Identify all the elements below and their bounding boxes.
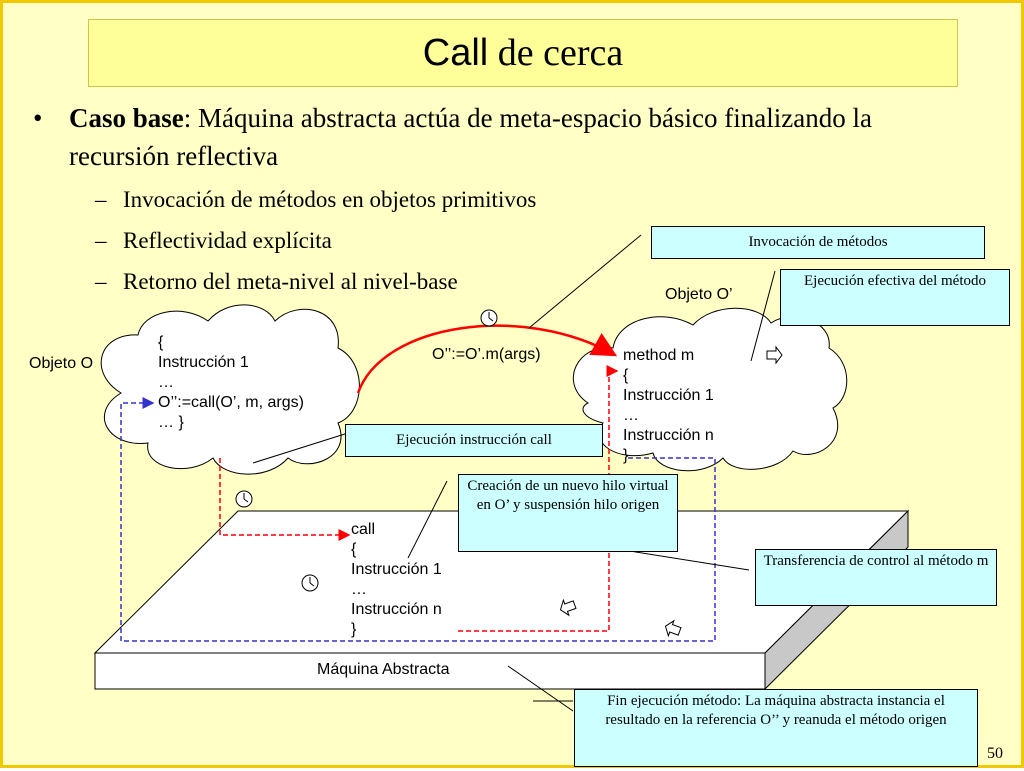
- machine-platform: [93, 509, 910, 691]
- code-method-m: method m { Instrucción 1 … Instrucción n…: [623, 346, 714, 466]
- clock-icon: [480, 309, 498, 327]
- return-path: [120, 397, 716, 642]
- hand-pointer-icon: [664, 619, 682, 638]
- connector-creacion: [407, 480, 448, 559]
- code-line: {: [158, 334, 164, 351]
- connector-fin: [507, 665, 574, 712]
- code-objeto-o: { Instrucción 1 … O’’:=call(O’, m, args)…: [158, 333, 304, 433]
- title-call: Call: [422, 32, 489, 74]
- connector-invocacion: [528, 234, 642, 329]
- callout-transferencia: Transferencia de control al método m: [755, 549, 997, 606]
- code-line: …: [351, 581, 367, 598]
- title-rest: de cerca: [488, 32, 624, 74]
- sub-bullet-marker: –: [95, 187, 107, 212]
- code-line: O’’:=call(O’, m, args): [158, 394, 304, 411]
- title-box: Call de cerca: [88, 19, 958, 87]
- callout-ejecucion-call: Ejecución instrucción call: [345, 424, 603, 457]
- code-line: … }: [158, 414, 184, 431]
- code-line: Instrucción 1: [158, 354, 249, 371]
- hand-pointer-icon: [559, 598, 577, 617]
- sub-bullet-marker: –: [95, 269, 107, 294]
- callout-ejecucion-efectiva: Ejecución efectiva del método: [780, 269, 1010, 326]
- call-path: [219, 458, 351, 541]
- cloud-objeto-o-prime: [572, 307, 848, 472]
- page-title: Call de cerca: [423, 33, 623, 73]
- label-assign: O’’:=O’.m(args): [432, 346, 541, 363]
- clock-icon: [301, 574, 319, 592]
- bullet-marker: •: [33, 103, 43, 133]
- connector-ejecucion-call: [252, 432, 349, 464]
- label-objeto-o: Objeto O: [29, 355, 94, 372]
- callout-creacion-hilo: Creación de un nuevo hilo virtual en O’ …: [458, 474, 678, 552]
- callout-invocacion: Invocación de métodos: [651, 226, 985, 259]
- sub-bullet-marker: –: [95, 228, 107, 253]
- connector-ejecucion-efectiva: [750, 270, 776, 362]
- page-number: 50: [987, 745, 1003, 762]
- diagram-canvas: [93, 234, 910, 712]
- code-line: method m: [623, 347, 695, 364]
- callout-fin-ejecucion: Fin ejecución método: La máquina abstrac…: [574, 689, 978, 767]
- bullet-rest: : Máquina abstracta actúa de meta-espaci…: [69, 103, 872, 171]
- code-line: Instrucción n: [351, 601, 442, 618]
- code-line: …: [158, 374, 174, 391]
- code-line: Instrucción 1: [351, 561, 442, 578]
- code-line: {: [623, 367, 629, 384]
- bullet-text: Caso base: Máquina abstracta actúa de me…: [69, 99, 909, 175]
- invocation-arrow: [356, 324, 618, 394]
- code-line: Instrucción 1: [623, 387, 714, 404]
- code-call: call { Instrucción 1 … Instrucción n }: [351, 520, 442, 640]
- label-objeto-o-prime: Objeto O’: [665, 286, 733, 303]
- sub-bullet-text: Reflectividad explícita: [123, 228, 332, 253]
- code-line: …: [623, 407, 639, 424]
- clock-icon: [235, 490, 253, 508]
- hand-pointer-icon: [766, 345, 783, 365]
- bullet-bold: Caso base: [69, 103, 184, 133]
- code-line: }: [351, 621, 357, 638]
- code-line: }: [623, 447, 629, 464]
- sub-bullet-text: Retorno del meta-nivel al nivel-base: [123, 269, 458, 294]
- code-line: {: [351, 541, 357, 558]
- label-maquina: Máquina Abstracta: [317, 661, 450, 678]
- sub-bullet-text: Invocación de métodos en objetos primiti…: [123, 187, 537, 212]
- code-line: call: [351, 521, 376, 538]
- code-line: Instrucción n: [623, 427, 714, 444]
